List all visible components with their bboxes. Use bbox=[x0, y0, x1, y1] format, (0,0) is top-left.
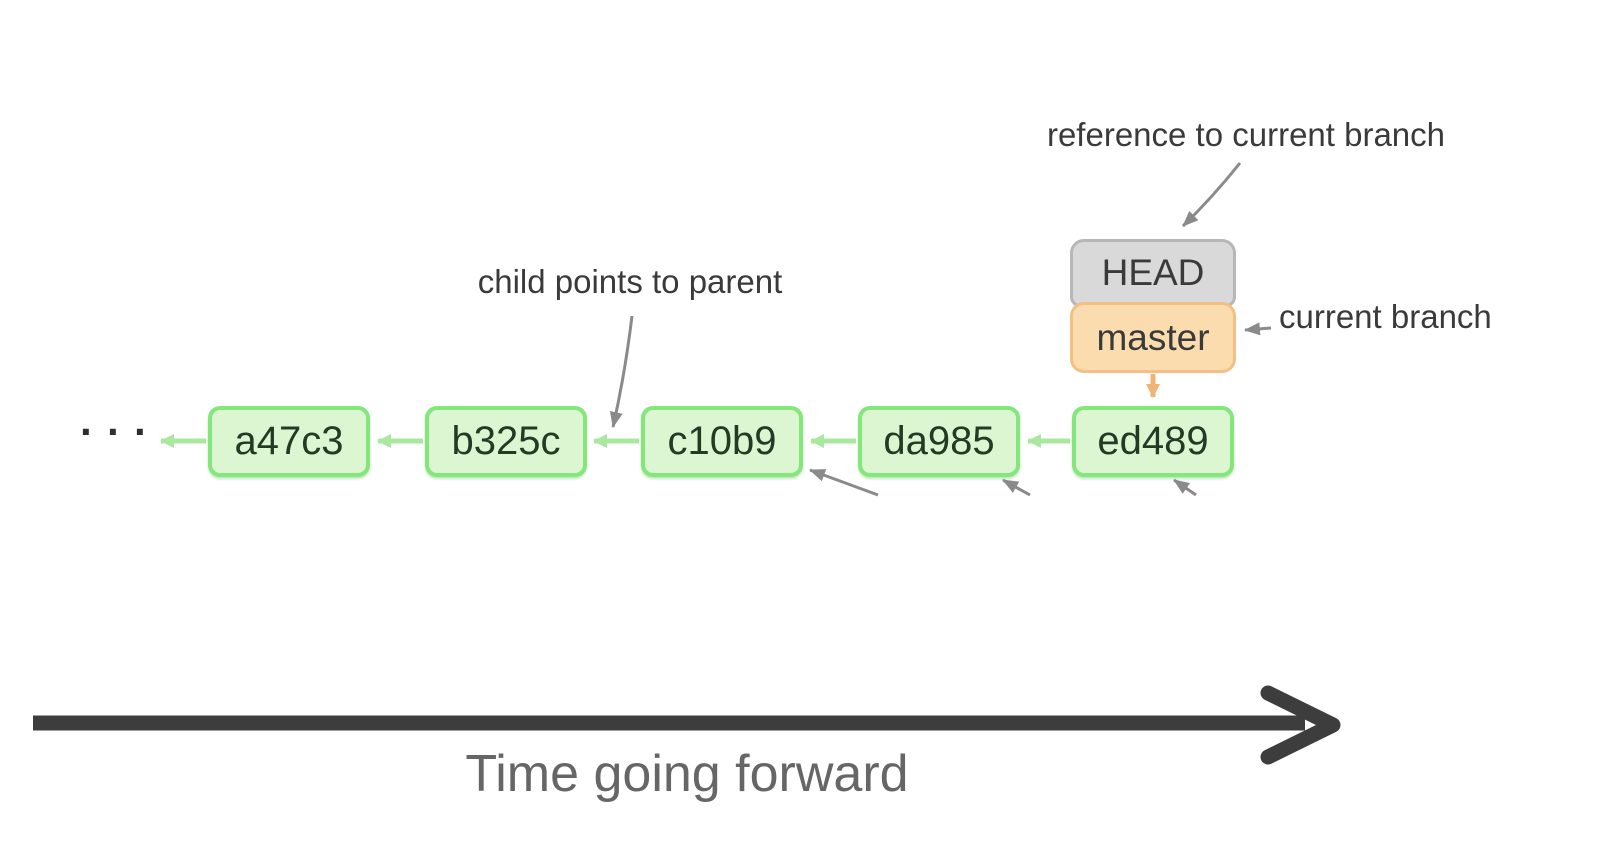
time-axis-caption: Time going forward bbox=[465, 745, 909, 803]
commit-node-a47c3: a47c3 bbox=[208, 406, 370, 477]
reference-annotation-arrow bbox=[1181, 162, 1242, 228]
cutoff-arrow-da985 bbox=[1002, 478, 1031, 497]
child-parent-annotation-arrow bbox=[609, 315, 634, 428]
time-axis-arrow bbox=[33, 685, 1341, 765]
annotation-current-branch: current branch bbox=[1279, 298, 1492, 335]
commit-node-da985: da985 bbox=[858, 406, 1020, 477]
commit-node-ed489: ed489 bbox=[1072, 406, 1234, 477]
earlier-commits-ellipsis: ··· bbox=[80, 408, 161, 455]
current-branch-annotation-arrow bbox=[1244, 322, 1272, 336]
cutoff-arrow-c10b9 bbox=[809, 468, 879, 497]
head-ref-box: HEAD bbox=[1070, 239, 1236, 307]
branch-box-master: master bbox=[1070, 302, 1236, 373]
commit-node-b325c: b325c bbox=[425, 406, 587, 477]
commit-node-c10b9: c10b9 bbox=[641, 406, 803, 477]
cutoff-arrow-ed489 bbox=[1173, 478, 1197, 497]
annotation-child-points-to-parent: child points to parent bbox=[477, 263, 783, 300]
annotation-reference-to-current-branch: reference to current branch bbox=[1046, 116, 1446, 153]
annotation-arrows bbox=[609, 162, 1272, 497]
head-master-stack: HEAD master bbox=[1070, 239, 1236, 373]
